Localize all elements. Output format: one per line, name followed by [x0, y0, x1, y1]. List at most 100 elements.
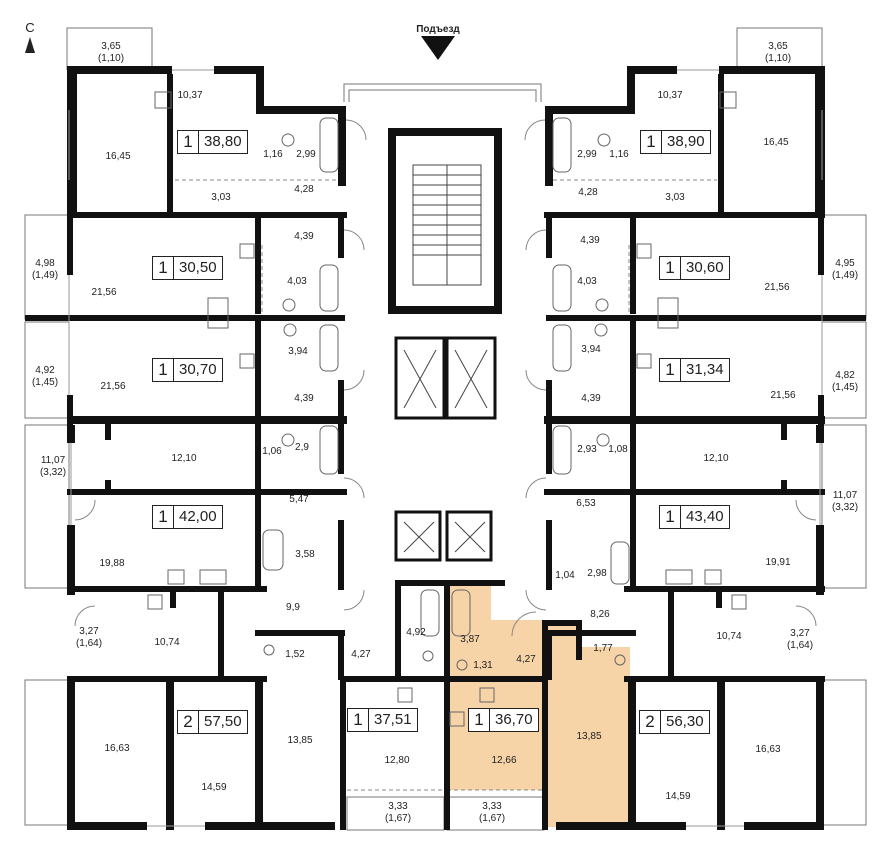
apartment-total-area: 36,70: [495, 711, 533, 728]
apartment-badge[interactable]: 1 37,51: [347, 708, 418, 732]
apartment-badge[interactable]: 2 56,30: [639, 710, 710, 734]
room-area-label: 11,07(3,32): [39, 455, 67, 478]
apartment-total-area: 42,00: [179, 508, 217, 525]
apartment-rooms: 1: [153, 257, 174, 279]
room-area-label: 11,07(3,32): [831, 490, 859, 513]
room-area-label: 4,98(1,49): [31, 258, 59, 281]
apartment-rooms: 1: [660, 257, 681, 279]
fixtures: [147, 91, 747, 727]
room-area-label: 4,95(1,49): [831, 258, 859, 281]
room-area-label: 10,74: [154, 637, 180, 648]
room-area-label: 6,53: [576, 498, 596, 509]
room-area-label: 21,56: [770, 390, 796, 401]
room-area-label: 13,85: [576, 731, 602, 742]
walls: [25, 66, 866, 830]
room-area-label: 4,03: [577, 276, 597, 287]
apartment-total-area: 37,51: [374, 711, 412, 728]
room-area-label: 4,39: [294, 393, 314, 404]
room-area-label: 10,37: [657, 90, 683, 101]
apartment-total-area: 57,50: [204, 713, 242, 730]
room-area-label: 3,58: [295, 549, 315, 560]
apartment-rooms: 2: [640, 711, 661, 733]
room-area-label: 3,65(1,10): [97, 41, 125, 64]
room-area-label: 4,39: [580, 235, 600, 246]
elevators: [403, 349, 488, 553]
north-compass: С: [20, 20, 40, 53]
room-area-label: 1,16: [263, 149, 283, 160]
apartment-rooms: 1: [348, 709, 369, 731]
room-area-label: 1,31: [473, 660, 493, 671]
apartment-badge[interactable]: 1 30,50: [152, 256, 223, 280]
apartment-badge[interactable]: 1 38,90: [640, 130, 711, 154]
room-area-label: 1,04: [555, 570, 575, 581]
windows: [68, 69, 823, 827]
room-area-label: 10,37: [177, 90, 203, 101]
room-area-label: 3,94: [581, 344, 601, 355]
room-area-label: 2,9: [295, 442, 309, 453]
room-area-label: 2,93: [577, 444, 597, 455]
room-area-label: 3,33(1,67): [384, 801, 412, 824]
apartment-badge[interactable]: 1 38,80: [177, 130, 248, 154]
room-area-label: 13,85: [287, 735, 313, 746]
room-area-label: 4,92(1,45): [31, 365, 59, 388]
room-area-label: 4,03: [287, 276, 307, 287]
apartment-total-area: 30,50: [179, 259, 217, 276]
room-area-label: 4,39: [581, 393, 601, 404]
room-area-label: 16,45: [105, 151, 131, 162]
room-area-label: 4,92: [406, 627, 426, 638]
room-area-label: 5,47: [289, 494, 309, 505]
room-area-label: 3,03: [211, 192, 231, 203]
staircase: [412, 164, 482, 286]
entrance-marker: Подъезд: [414, 24, 462, 60]
room-area-label: 21,56: [91, 287, 117, 298]
apartment-total-area: 38,80: [204, 133, 242, 150]
apartment-badge[interactable]: 1 43,40: [659, 505, 730, 529]
apartment-total-area: 43,40: [686, 508, 724, 525]
room-area-label: 4,28: [294, 184, 314, 195]
apartment-rooms: 1: [641, 131, 662, 153]
apartment-badge[interactable]: 1 42,00: [152, 505, 223, 529]
room-area-label: 3,27(1,64): [786, 628, 814, 651]
apartment-rooms: 1: [469, 709, 490, 731]
room-area-label: 19,88: [99, 558, 125, 569]
apartment-badge[interactable]: 2 57,50: [177, 710, 248, 734]
room-area-label: 2,98: [587, 568, 607, 579]
room-area-label: 3,03: [665, 192, 685, 203]
apartment-rooms: 1: [153, 506, 174, 528]
room-area-label: 4,28: [578, 187, 598, 198]
room-area-label: 12,10: [171, 453, 197, 464]
room-area-label: 16,63: [755, 744, 781, 755]
entrance-label: Подъезд: [416, 24, 460, 35]
room-area-label: 2,99: [296, 149, 316, 160]
apartment-rooms: 1: [153, 359, 174, 381]
room-area-label: 8,26: [590, 609, 610, 620]
apartment-rooms: 1: [178, 131, 199, 153]
room-area-label: 1,08: [608, 444, 628, 455]
apartment-badge[interactable]: 1 30,60: [659, 256, 730, 280]
apartment-badge-highlighted[interactable]: 1 36,70: [468, 708, 539, 732]
apartment-rooms: 1: [660, 506, 681, 528]
room-area-label: 19,91: [765, 557, 791, 568]
apartment-badge[interactable]: 1 31,34: [659, 358, 730, 382]
apartment-rooms: 1: [660, 359, 681, 381]
north-arrow-icon: [25, 37, 35, 53]
room-area-label: 9,9: [286, 602, 300, 613]
room-area-label: 4,82(1,45): [831, 370, 859, 393]
entrance-arrow-icon: [421, 36, 455, 60]
apartment-total-area: 38,90: [667, 133, 705, 150]
apartment-rooms: 2: [178, 711, 199, 733]
room-area-label: 1,52: [285, 649, 305, 660]
room-area-label: 3,65(1,10): [764, 41, 792, 64]
north-label: С: [25, 20, 35, 35]
balconies: [24, 27, 867, 831]
apartment-badge[interactable]: 1 30,70: [152, 358, 223, 382]
apartment-total-area: 30,70: [179, 361, 217, 378]
room-area-label: 10,74: [716, 631, 742, 642]
room-area-label: 3,27(1,64): [75, 626, 103, 649]
room-area-label: 1,06: [262, 446, 282, 457]
room-area-label: 14,59: [201, 782, 227, 793]
room-area-label: 4,27: [516, 654, 536, 665]
room-area-label: 12,80: [384, 755, 410, 766]
room-area-label: 21,56: [100, 381, 126, 392]
